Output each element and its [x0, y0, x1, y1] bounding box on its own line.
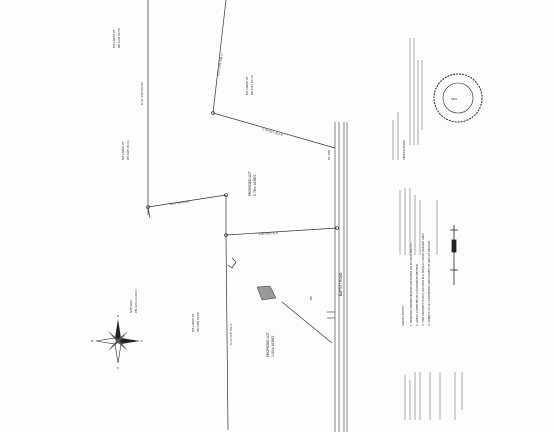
svg-text:S 74°02'E 412.6': S 74°02'E 412.6' — [262, 127, 284, 137]
lot-jog — [227, 257, 237, 269]
svg-text:60' R/W: 60' R/W — [327, 149, 331, 160]
svg-text:EIP: EIP — [309, 296, 313, 300]
road-right-of-way — [327, 122, 348, 432]
survey-note-1: 1. BEARINGS SHOWN HEREON ARE BASED ON NC… — [409, 243, 413, 326]
compass-w-letter: W — [91, 339, 94, 343]
bearing-labels: N/F LANDS OF DB 1234 PG 56 N 02°14'E 812… — [112, 28, 331, 345]
compass-east-point — [118, 338, 140, 344]
parcel-lot-1-label: PROPOSED LOT — [266, 332, 270, 357]
compass-nw — [108, 331, 119, 342]
building-footprint — [256, 285, 277, 301]
svg-text:PIN 0000-00-0000: PIN 0000-00-0000 — [134, 289, 138, 313]
certification-heading: CERTIFICATION: — [402, 140, 406, 160]
lot-line-d — [225, 234, 229, 431]
svg-text:N 01°02'E 502.1': N 01°02'E 502.1' — [229, 323, 233, 345]
compass-sw — [108, 340, 119, 351]
svg-text:DB 1234 PG 56: DB 1234 PG 56 — [117, 28, 121, 48]
surveyor-seal: SEAL — [433, 73, 483, 123]
compass-ne — [117, 331, 128, 342]
survey-note-3: 3. THIS PROPERTY IS NOT LOCATED IN A SPE… — [421, 233, 425, 326]
svg-text:S 86°40'E 310': S 86°40'E 310' — [259, 231, 279, 236]
parcel-lot-2-area: 2.76± ACRES — [253, 175, 257, 196]
road-name-label: BAPTIST ROAD — [339, 272, 343, 296]
corner-markers — [146, 111, 339, 237]
survey-note-2: 2. AREAS COMPUTED BY COORDINATE METHOD — [415, 264, 419, 326]
svg-text:DB 0987 PG 21: DB 0987 PG 21 — [126, 140, 130, 160]
svg-text:SITE DATA: SITE DATA — [129, 300, 133, 313]
survey-notes-heading: SURVEY NOTES: — [401, 305, 405, 326]
svg-text:N/F LANDS OF: N/F LANDS OF — [191, 313, 195, 332]
lot-line-c — [225, 227, 338, 236]
seal-text: SEAL — [451, 97, 458, 101]
compass-s-letter: S — [117, 366, 119, 370]
compass-n-letter: N — [117, 314, 119, 318]
svg-text:N/F LANDS OF: N/F LANDS OF — [121, 141, 125, 160]
svg-text:DB 0456 PG 88: DB 0456 PG 88 — [196, 312, 200, 332]
parcel-lot-2-label: PROPOSED LOT — [248, 171, 252, 196]
lot-line-e — [147, 206, 151, 219]
compass-e-letter: E — [141, 339, 143, 343]
parcel-labels: PROPOSED LOT 2.76± ACRES PROPOSED LOT 1.… — [248, 171, 343, 357]
parcel-lot-1-area: 1.00± ACRES — [271, 336, 275, 357]
compass-se — [117, 340, 128, 351]
svg-text:S 05°10'W 398.2': S 05°10'W 398.2' — [216, 53, 224, 76]
easement-line — [281, 301, 333, 344]
svg-text:N/F LANDS OF: N/F LANDS OF — [245, 76, 249, 95]
scale-bar — [450, 225, 458, 285]
boundary-line-north — [212, 0, 227, 114]
svg-text:N 81°30'W 240': N 81°30'W 240' — [170, 199, 191, 206]
compass-rose: N S E W — [91, 314, 143, 370]
survey-note-4: 4. SUBJECT TO ALL EASEMENTS AND RIGHTS O… — [427, 241, 431, 326]
boundary-lines — [147, 0, 338, 431]
compass-north-point — [115, 319, 121, 341]
svg-text:N/F LANDS OF: N/F LANDS OF — [112, 29, 116, 48]
lot-line-a — [147, 194, 227, 208]
scan-text-lines — [392, 38, 463, 420]
boundary-line-northeast — [212, 112, 336, 149]
notes-block: CERTIFICATION: SURVEY NOTES: 1. BEARINGS… — [401, 140, 431, 326]
svg-text:N 02°14'E 812.40': N 02°14'E 812.40' — [140, 81, 144, 105]
svg-text:DB 2210 PG 14: DB 2210 PG 14 — [250, 75, 254, 95]
